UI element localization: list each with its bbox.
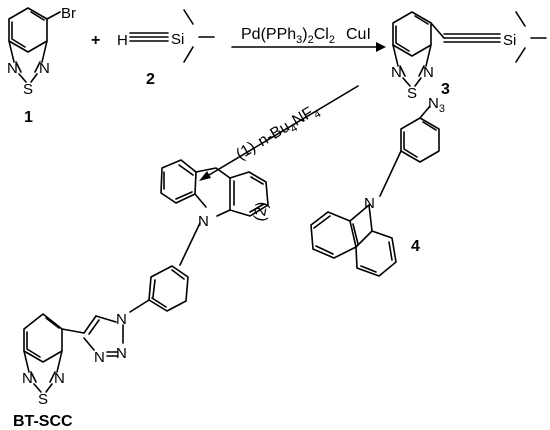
nitrogen-atom: N	[22, 370, 33, 387]
nitrogen-atom: N	[116, 345, 127, 362]
reaction-arrow-1	[231, 42, 386, 52]
compound-3-structure	[392, 11, 547, 87]
bromine-atom: Br	[61, 5, 76, 22]
nitrogen-atom: N	[116, 311, 127, 328]
nitrogen-atom: N	[94, 349, 105, 366]
compound-4-label: 4	[411, 238, 420, 255]
catalyst-label: Pd(PPh3)2Cl2	[241, 26, 335, 46]
reaction-arrow-2	[199, 85, 359, 181]
nitrogen-atom: N	[54, 370, 65, 387]
compound-1-structure	[8, 7, 61, 83]
nitrogen-atom: N	[364, 195, 375, 212]
cocatalyst-label: CuI	[346, 26, 371, 43]
step-1-conditions: (1)n-Bu4NF4	[233, 101, 323, 166]
sulfur-atom: S	[23, 81, 33, 98]
azide-label: N3	[428, 95, 445, 115]
nitrogen-atom: N	[39, 60, 50, 77]
product-structure	[23, 159, 269, 393]
silicon-atom: Si	[171, 31, 184, 48]
sulfur-atom: S	[38, 391, 48, 408]
compound-2-label: 2	[146, 71, 155, 88]
compound-2-structure	[129, 9, 215, 63]
sulfur-atom: S	[407, 85, 417, 102]
hydrogen-atom: H	[117, 32, 128, 49]
silicon-atom: Si	[503, 32, 516, 49]
nitrogen-atom: N	[198, 213, 209, 230]
compound-4-structure	[310, 105, 440, 277]
nitrogen-atom: N	[7, 60, 18, 77]
plus-sign: +	[91, 32, 100, 49]
nitrogen-atom: N	[423, 64, 434, 81]
compound-3-label: 3	[441, 81, 450, 98]
compound-1-label: 1	[24, 109, 33, 126]
product-label: BT-SCC	[13, 413, 73, 430]
nitrogen-atom: N	[391, 64, 402, 81]
